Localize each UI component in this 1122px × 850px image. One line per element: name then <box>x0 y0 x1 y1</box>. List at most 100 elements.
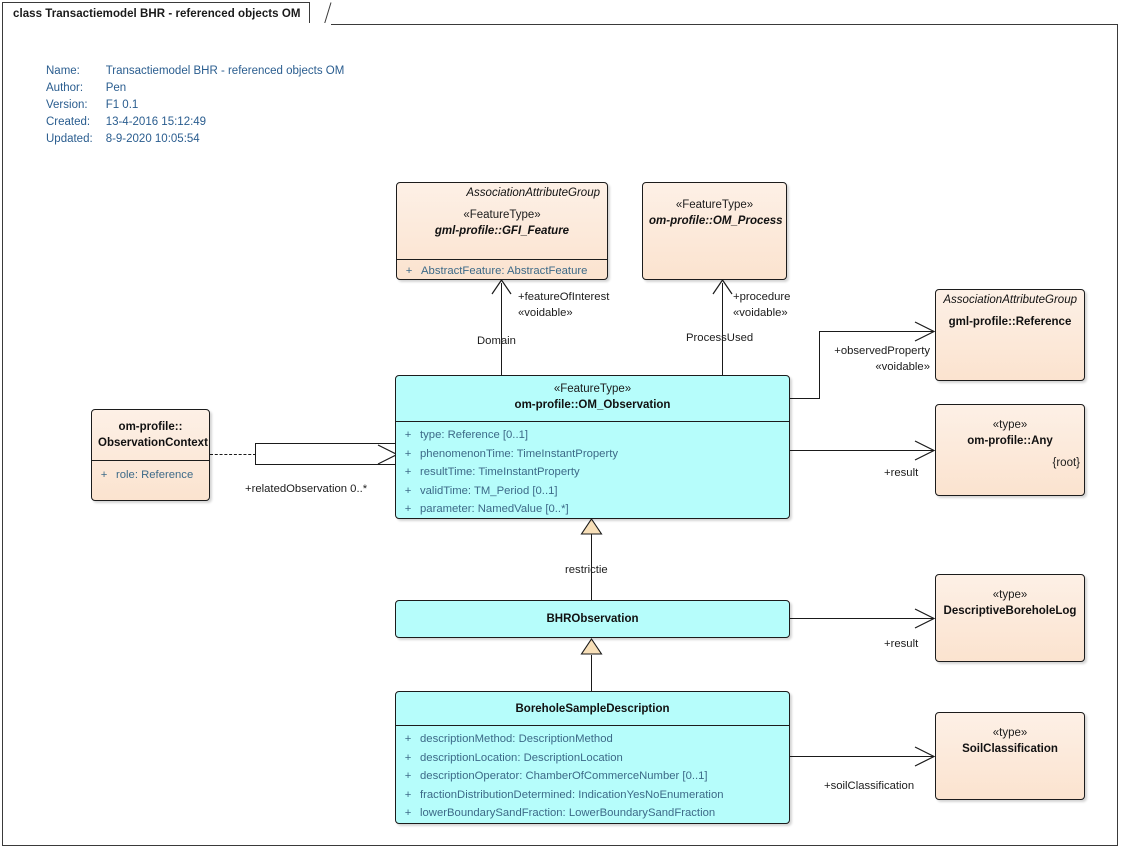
attribute-signature: parameter: NamedValue [0..*] <box>420 503 569 516</box>
meta-value-version: F1 0.1 <box>105 99 139 111</box>
class-bhrobservation-header: BHRObservation <box>396 601 789 633</box>
class-om-profile-any[interactable]: «type» om-profile::Any {root} <box>935 404 1085 496</box>
class-boreholesampledescription-divider <box>396 725 789 726</box>
class-descriptiveboreholelog-stereotype: «type» <box>992 589 1028 601</box>
connector-result-log-arrowhead <box>914 608 936 629</box>
meta-row-updated: Updated: 8-9-2020 10:05:54 <box>46 132 344 149</box>
attribute-row: + role: Reference <box>92 466 209 485</box>
class-boreholesampledescription[interactable]: BoreholeSampleDescription + descriptionM… <box>395 691 790 824</box>
attribute-row: + AbstractFeature: AbstractFeature <box>397 262 607 281</box>
class-om-observation-divider <box>396 421 789 422</box>
meta-row-version: Version: F1 0.1 <box>46 98 344 115</box>
class-om-profile-observationcontext[interactable]: om-profile:: ObservationContext + role: … <box>91 409 210 501</box>
attribute-visibility: + <box>404 807 412 820</box>
attribute-signature: AbstractFeature: AbstractFeature <box>421 265 588 277</box>
class-om-profile-om-observation[interactable]: «FeatureType» om-profile::OM_Observation… <box>395 375 790 519</box>
class-reference-name: gml-profile::Reference <box>948 316 1072 328</box>
attribute-signature: lowerBoundarySandFraction: LowerBoundary… <box>420 807 716 820</box>
attribute-signature: fractionDistributionDetermined: Indicati… <box>420 788 724 801</box>
class-observationcontext-name-line1: om-profile:: <box>118 421 183 433</box>
class-descriptiveboreholelog-name: DescriptiveBoreholeLog <box>943 605 1077 617</box>
class-om-observation-header: «FeatureType» om-profile::OM_Observation <box>396 376 789 421</box>
connector-procedure-role: +procedure <box>733 291 791 303</box>
attribute-signature: descriptionMethod: DescriptionMethod <box>420 733 613 745</box>
class-gml-profile-reference[interactable]: AssociationAttributeGroup gml-profile::R… <box>935 289 1085 381</box>
diagram-tab[interactable]: class Transactiemodel BHR - referenced o… <box>2 2 331 26</box>
connector-featureofinterest-line <box>501 283 502 375</box>
attribute-signature: role: Reference <box>116 469 194 481</box>
attribute-row: + resultTime: TimeInstantProperty <box>396 463 789 482</box>
class-reference-header: AssociationAttributeGroup gml-profile::R… <box>936 290 1084 336</box>
meta-value-author: Pen <box>105 82 127 94</box>
attribute-visibility: + <box>404 770 412 783</box>
diagram-frame <box>2 24 1118 846</box>
meta-key-created: Created: <box>46 116 91 128</box>
meta-value-created: 13-4-2016 15:12:49 <box>105 116 207 128</box>
connector-featureofinterest-name: Domain <box>477 335 516 347</box>
attribute-signature: descriptionOperator: ChamberOfCommerceNu… <box>420 770 708 783</box>
class-any-stereotype: «type» <box>992 419 1028 431</box>
class-om-observation-stereotype: «FeatureType» <box>553 383 632 395</box>
connector-restrictie-line <box>591 532 592 600</box>
connector-result-any-line <box>790 450 933 451</box>
connector-procedure-stereotype: «voidable» <box>733 307 788 319</box>
diagram-tab-label: class Transactiemodel BHR - referenced o… <box>13 8 301 20</box>
attribute-signature: phenomenonTime: TimeInstantProperty <box>420 447 619 460</box>
diagram-tab-body[interactable]: class Transactiemodel BHR - referenced o… <box>2 2 310 25</box>
class-any-header: «type» om-profile::Any <box>936 405 1084 455</box>
diagram-metadata: Name: Transactiemodel BHR - referenced o… <box>46 64 344 149</box>
connector-bsd-generalization-line <box>591 655 592 691</box>
class-om-profile-om-process[interactable]: «FeatureType» om-profile::OM_Process <box>642 182 787 280</box>
connector-procedure-name: ProcessUsed <box>686 332 754 344</box>
connector-bsd-generalization-triangle <box>580 638 603 655</box>
attribute-visibility: + <box>404 484 412 497</box>
meta-key-name: Name: <box>46 65 80 77</box>
connector-observedproperty-seg3 <box>819 331 933 332</box>
class-soilclassification-name: SoilClassification <box>962 743 1058 755</box>
connector-procedure-line <box>722 283 723 375</box>
attribute-signature: descriptionLocation: DescriptionLocation <box>420 751 623 764</box>
tab-mask <box>3 23 331 26</box>
class-om-process-header: «FeatureType» om-profile::OM_Process <box>643 183 786 235</box>
class-soilclassification-stereotype: «type» <box>992 727 1028 739</box>
attribute-row: + parameter: NamedValue [0..*] <box>396 500 789 519</box>
class-gfi-feature-association-attribute-group: AssociationAttributeGroup <box>466 187 600 199</box>
class-gml-profile-gfi-feature[interactable]: AssociationAttributeGroup «FeatureType» … <box>396 182 608 280</box>
meta-row-author: Author: Pen <box>46 81 344 98</box>
class-gfi-feature-header: AssociationAttributeGroup «FeatureType» … <box>397 183 607 259</box>
connector-relatedobservation-role: +relatedObservation 0..* <box>245 483 368 495</box>
attribute-visibility: + <box>404 447 412 460</box>
meta-row-created: Created: 13-4-2016 15:12:49 <box>46 115 344 132</box>
class-om-process-name: om-profile::OM_Process <box>649 215 783 227</box>
connector-observedproperty-stereotype: «voidable» <box>875 361 930 373</box>
class-om-process-stereotype: «FeatureType» <box>675 199 754 211</box>
connector-restrictie-name: restrictie <box>565 564 608 576</box>
class-boreholesampledescription-attributes: + descriptionMethod: DescriptionMethod +… <box>396 726 789 827</box>
attribute-row: + fractionDistributionDetermined: Indica… <box>396 786 789 805</box>
class-descriptiveboreholelog[interactable]: «type» DescriptiveBoreholeLog <box>935 574 1085 662</box>
connector-restrictie-triangle <box>580 518 603 535</box>
attribute-visibility: + <box>404 429 412 441</box>
connector-relatedobservation-dashed <box>210 454 256 455</box>
attribute-signature: resultTime: TimeInstantProperty <box>420 466 580 479</box>
meta-key-version: Version: <box>46 99 88 111</box>
class-observationcontext-divider <box>92 460 209 461</box>
class-gfi-feature-attributes: + AbstractFeature: AbstractFeature <box>397 260 607 285</box>
class-soilclassification[interactable]: «type» SoilClassification <box>935 712 1085 800</box>
meta-key-updated: Updated: <box>46 133 93 145</box>
class-om-observation-name: om-profile::OM_Observation <box>514 399 671 411</box>
attribute-visibility: + <box>404 503 412 516</box>
connector-soilclassification-arrowhead <box>914 746 936 767</box>
class-any-root-marker: {root} <box>1052 457 1081 469</box>
attribute-row: + phenomenonTime: TimeInstantProperty <box>396 445 789 464</box>
connector-featureofinterest-stereotype: «voidable» <box>518 307 573 319</box>
class-om-observation-attributes: + type: Reference [0..1] + phenomenonTim… <box>396 422 789 523</box>
connector-observedproperty-seg2 <box>819 331 820 399</box>
class-bhrobservation[interactable]: BHRObservation <box>395 600 790 638</box>
attribute-signature: validTime: TM_Period [0..1] <box>420 484 558 497</box>
attribute-visibility: + <box>100 469 108 481</box>
connector-observedproperty-role: +observedProperty <box>834 345 930 357</box>
class-soilclassification-header: «type» SoilClassification <box>936 713 1084 763</box>
attribute-visibility: + <box>404 751 412 764</box>
